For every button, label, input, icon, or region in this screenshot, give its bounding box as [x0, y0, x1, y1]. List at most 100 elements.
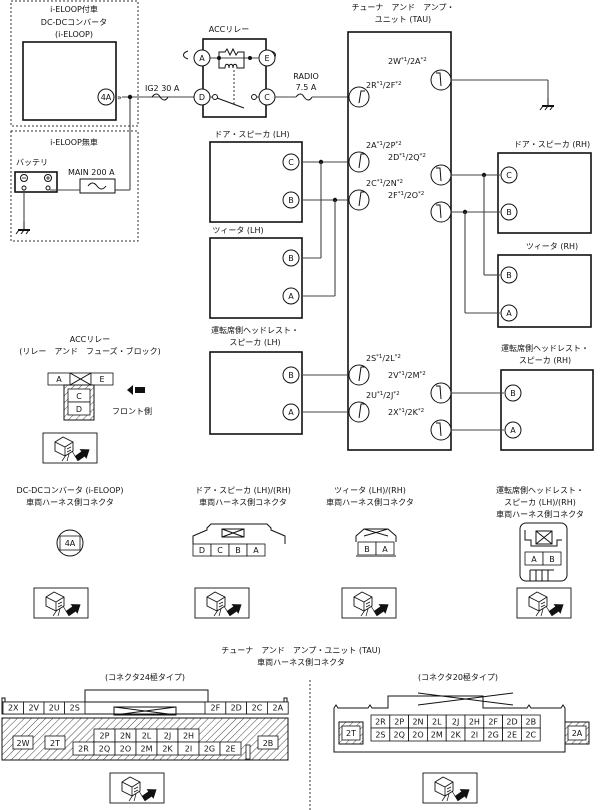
front-direction-arrow-icon — [127, 387, 145, 393]
tau-connector-title: チューナ アンド アンプ・ユニット (TAU) — [221, 646, 381, 655]
headrest-lh-pin-a[interactable] — [282, 403, 300, 421]
door-lh-pin-c[interactable] — [282, 153, 300, 171]
tau-terminal-2w[interactable]: 2W*1/2A*2 — [388, 57, 452, 91]
headrest-connector-subtitle: スピーカ (LH)/(RH) — [504, 498, 576, 507]
svg-text:A: A — [531, 555, 537, 564]
tweeter-lh-pin-b[interactable] — [282, 249, 300, 267]
relay-cell-e — [90, 372, 114, 386]
ig2-fuse-icon — [151, 93, 169, 101]
svg-text:A: A — [506, 309, 512, 318]
tau-terminal-2u[interactable]: 2U*1/2J*2 — [348, 391, 400, 423]
tau-terminal-2a[interactable]: 2A*1/2P*2 — [348, 141, 402, 173]
door-speaker-rh-title: ドア・スピーカ (RH) — [514, 140, 590, 149]
connector-pin-cell — [257, 735, 279, 750]
headrest-rh-pin-b[interactable] — [504, 384, 522, 402]
dcdc-pin-4a[interactable] — [97, 88, 115, 106]
connector-view-icon — [42, 432, 98, 465]
svg-text:B: B — [506, 271, 512, 280]
svg-text:C: C — [76, 392, 82, 401]
svg-text:2U*1/2J*2: 2U*1/2J*2 — [366, 391, 400, 400]
connector-pin-cell — [341, 725, 361, 741]
connector-pin-label: 2E — [225, 745, 235, 754]
tau-terminal-2f[interactable]: 2F*1/2O*2 — [388, 191, 452, 223]
door-rh-pin-c[interactable] — [500, 166, 518, 184]
door-rh-pin-b[interactable] — [500, 203, 518, 221]
connector-pin-label: 2I — [471, 731, 478, 740]
connector-pin-label: 2G — [204, 745, 215, 754]
svg-text:B: B — [288, 371, 294, 380]
connector-pin-label: 2T — [50, 739, 60, 748]
battery-plus-icon — [44, 174, 52, 182]
radio-fuse-label: RADIO — [293, 72, 319, 81]
svg-text:B: B — [288, 196, 294, 205]
svg-text:2C*1/2N*2: 2C*1/2N*2 — [366, 179, 403, 188]
door-connector-title: ドア・スピーカ (LH)/(RH) — [195, 486, 291, 495]
headrest-lh-subtitle: スピーカ (LH) — [229, 338, 280, 347]
connector-pin-label: 2L — [432, 718, 442, 727]
dcdc-converter-box — [22, 41, 117, 121]
main-fuse-icon — [87, 182, 107, 190]
battery-minus-icon — [20, 174, 28, 182]
connector-pin-label: 2T — [346, 729, 356, 738]
svg-text:2D*1/2Q*2: 2D*1/2Q*2 — [388, 153, 426, 162]
tau-terminal-2r[interactable]: 2R*1/2F*2 — [348, 81, 402, 108]
relay-resistor-icon — [218, 47, 245, 58]
connector-pin-label: 2S — [70, 704, 80, 713]
svg-text:B: B — [288, 254, 294, 263]
door-connector-subtitle: 車両ハーネス側コネクタ — [199, 497, 287, 507]
connector-pin-label: 2Q — [394, 731, 405, 740]
connector-pin-label: 2Q — [99, 745, 110, 754]
svg-text:C: C — [264, 93, 270, 102]
connector-pin-label: 2N — [412, 718, 423, 727]
svg-text:A: A — [288, 408, 294, 417]
connector-pin-label: 2F — [211, 704, 221, 713]
connector-view-icon — [194, 587, 250, 620]
headrest-rh-box — [500, 369, 594, 451]
connector-pin-label: 2R — [78, 745, 89, 754]
tweeter-rh-pin-a[interactable] — [500, 304, 518, 322]
tweeter-rh-pin-b[interactable] — [500, 266, 518, 284]
connector-pin-label: 2S — [375, 731, 385, 740]
svg-text:2X*1/2K*2: 2X*1/2K*2 — [388, 408, 424, 417]
battery-box — [14, 171, 58, 193]
headrest-rh-pin-a[interactable] — [504, 421, 522, 439]
svg-text:B: B — [364, 545, 370, 554]
connector-pin-label: 2J — [164, 732, 171, 741]
main-fuse-box — [79, 178, 116, 194]
svg-text:D: D — [76, 405, 82, 414]
tau-terminal-2s[interactable]: 2S*1/2L*2 — [348, 354, 401, 386]
svg-text:2F*1/2O*2: 2F*1/2O*2 — [388, 191, 424, 200]
svg-text:4A: 4A — [65, 539, 76, 548]
headrest-lh-title: 運転席側ヘッドレスト・ — [211, 325, 299, 335]
connector-view-icon — [109, 772, 165, 805]
svg-text:A: A — [510, 426, 516, 435]
svg-text:B: B — [510, 389, 516, 398]
tau-terminal-2x[interactable]: 2X*1/2K*2 — [388, 408, 452, 441]
tau-terminal-2v[interactable]: 2V*1/2M*2 — [388, 371, 452, 404]
connector-pin-label: 2O — [412, 731, 423, 740]
svg-text:C: C — [288, 158, 294, 167]
tweeter-lh-pin-a[interactable] — [282, 287, 300, 305]
tweeter-connector-subtitle: 車両ハーネス側コネクタ — [326, 497, 414, 507]
ig2-fuse-label: IG2 30 A — [145, 84, 180, 93]
connector-pin-label: 2J — [452, 718, 459, 727]
dcdc-connector-title: DC-DCコンバータ (i-ELOOP) — [17, 486, 124, 495]
door-lh-pin-b[interactable] — [282, 191, 300, 209]
dcdc-connector-subtitle: 車両ハーネス側コネクタ — [26, 497, 114, 507]
radio-fuse-rating: 7.5 A — [296, 83, 317, 92]
connector-pin-label: 2V — [28, 704, 39, 713]
tau-title: チューナ アンド アンプ・ — [351, 3, 454, 12]
ground-icon — [15, 221, 31, 235]
headrest-lh-pin-b[interactable] — [282, 366, 300, 384]
door-speaker-lh-title: ドア・スピーカ (LH) — [214, 130, 289, 139]
svg-text:2R*1/2F*2: 2R*1/2F*2 — [366, 81, 402, 90]
relay-cell-blank-icon — [69, 372, 92, 386]
connector-pin-label: 2M — [431, 731, 443, 740]
dcdc-title: DC-DCコンバータ — [41, 18, 107, 27]
svg-text:C: C — [506, 171, 512, 180]
tau-terminal-2c[interactable]: 2C*1/2N*2 — [348, 179, 403, 211]
connector-pin-label: 2O — [120, 745, 131, 754]
